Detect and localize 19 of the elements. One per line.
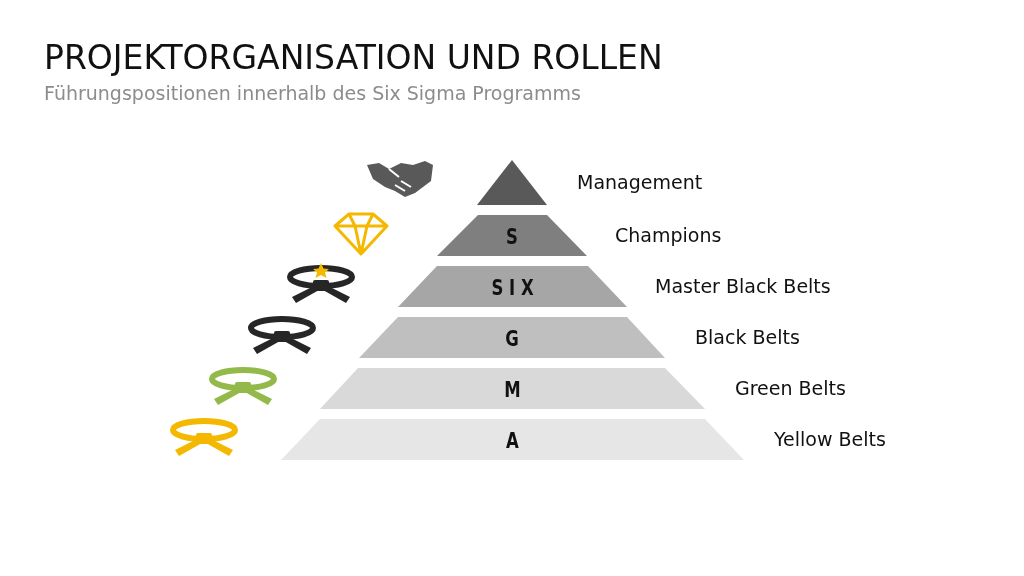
pyramid-tier [359,317,665,358]
tier-letter: M [503,376,522,401]
pyramid-tier [281,419,744,460]
pyramid-top [477,160,547,205]
role-label: Master Black Belts [655,274,831,297]
tier-letter: S [505,223,519,248]
pyramid-tier [320,368,705,409]
title: PROJEKTORGANISATION UND ROLLEN [44,38,663,77]
tier-letter: S I X [490,274,535,299]
role-label: Management [577,170,703,193]
tier-letter: A [505,427,520,452]
role-label: Yellow Belts [774,427,886,450]
role-label: Champions [615,223,722,246]
tier-letter: G [504,325,520,350]
pyramid-tier [398,266,627,307]
role-label: Black Belts [695,325,800,348]
role-label: Green Belts [735,376,846,399]
subtitle: Führungspositionen innerhalb des Six Sigma Programms [44,82,581,104]
pyramid-tier [437,215,587,256]
